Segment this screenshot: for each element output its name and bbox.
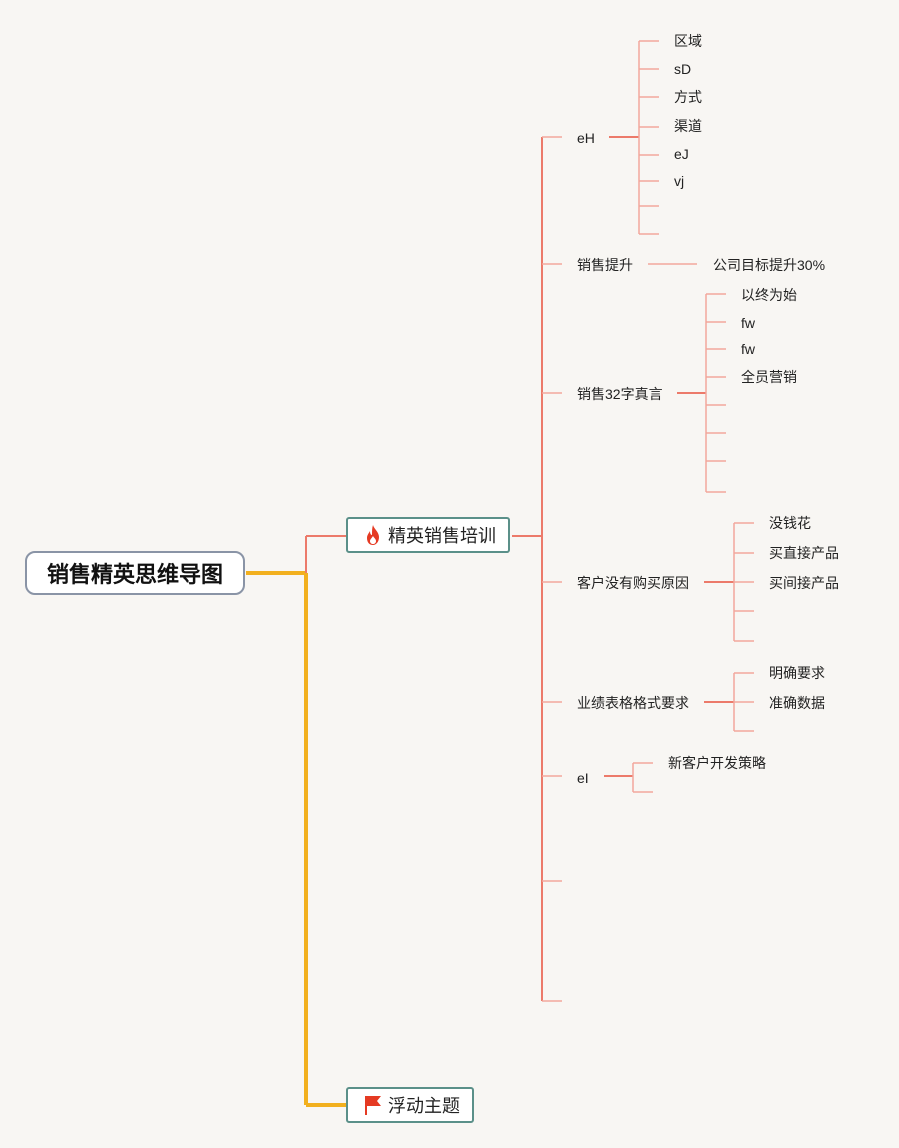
leaf-node[interactable]: 渠道 <box>674 117 702 135</box>
leaf-node[interactable]: 全员营销 <box>741 368 797 386</box>
branch-label: 销售提升 <box>577 257 633 273</box>
topic-label: 精英销售培训 <box>388 526 496 546</box>
leaf-node[interactable]: 以终为始 <box>741 286 797 304</box>
flag-icon <box>362 1094 384 1116</box>
branch-node[interactable]: 销售提升 <box>577 256 633 274</box>
leaf-node[interactable]: 公司目标提升30% <box>713 256 825 274</box>
branch-label: eH <box>577 130 595 146</box>
topic-elite-sales-training[interactable]: 精英销售培训 <box>346 517 510 553</box>
leaf-label: 买直接产品 <box>769 545 839 561</box>
leaf-node[interactable]: 方式 <box>674 88 702 106</box>
leaf-node[interactable]: eJ <box>674 145 689 163</box>
branch-label: 业绩表格格式要求 <box>577 695 689 711</box>
root-node[interactable]: 销售精英思维导图 <box>25 551 245 595</box>
root-label: 销售精英思维导图 <box>46 562 223 587</box>
branch-label: eI <box>577 770 589 786</box>
branch-node[interactable]: eI <box>577 769 589 787</box>
leaf-label: sD <box>674 61 692 77</box>
leaf-label: 没钱花 <box>769 515 811 531</box>
leaf-label: fw <box>741 315 755 331</box>
branch-node[interactable]: eH <box>577 129 595 147</box>
leaf-node[interactable]: fw <box>741 314 755 332</box>
leaf-node[interactable]: vj <box>674 172 684 190</box>
branch-node[interactable]: 业绩表格格式要求 <box>577 694 689 712</box>
leaf-label: 明确要求 <box>769 665 825 681</box>
topic-floating[interactable]: 浮动主题 <box>346 1087 474 1123</box>
leaf-label: 方式 <box>674 89 702 105</box>
leaf-node[interactable]: sD <box>674 60 691 78</box>
leaf-label: fw <box>741 341 755 357</box>
branch-node[interactable]: 销售32字真言 <box>577 385 663 403</box>
leaf-node[interactable]: 准确数据 <box>769 694 825 712</box>
leaf-node[interactable]: 明确要求 <box>769 664 825 682</box>
leaf-node[interactable]: 买直接产品 <box>769 544 839 562</box>
branch-label: 客户没有购买原因 <box>577 575 689 591</box>
branch-node[interactable]: 客户没有购买原因 <box>577 574 689 592</box>
leaf-node[interactable]: 新客户开发策略 <box>668 754 766 772</box>
leaf-node[interactable]: 区域 <box>674 32 702 50</box>
fire-icon <box>362 524 384 546</box>
leaf-label: 渠道 <box>674 118 702 134</box>
leaf-label: 新客户开发策略 <box>668 755 766 771</box>
leaf-label: 区域 <box>674 33 702 49</box>
leaf-label: 以终为始 <box>741 287 797 303</box>
leaf-label: 全员营销 <box>741 369 797 385</box>
leaf-node[interactable]: 买间接产品 <box>769 574 839 592</box>
branch-label: 销售32字真言 <box>577 386 663 402</box>
leaf-label: 公司目标提升30% <box>713 257 826 273</box>
leaf-node[interactable]: 没钱花 <box>769 514 811 532</box>
leaf-label: 买间接产品 <box>769 575 839 591</box>
topic-label: 浮动主题 <box>388 1096 460 1116</box>
leaf-label: 准确数据 <box>769 695 825 711</box>
leaf-label: eJ <box>674 146 689 162</box>
leaf-label: vj <box>674 173 685 189</box>
leaf-node[interactable]: fw <box>741 340 755 358</box>
